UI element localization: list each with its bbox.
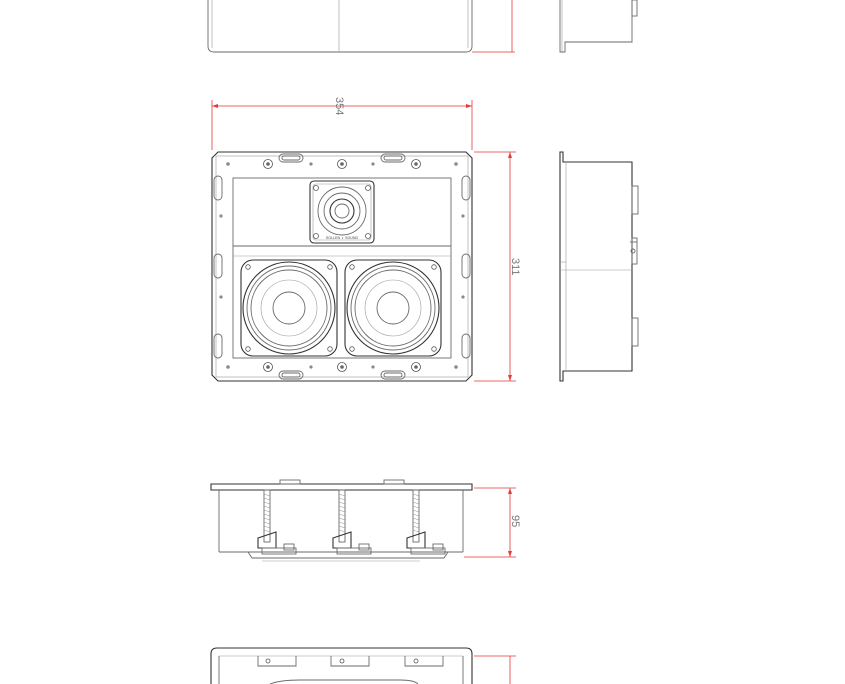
- clamp-brackets: [257, 531, 446, 555]
- width-label: 354: [333, 97, 345, 115]
- height-label: 311: [509, 258, 521, 276]
- side-view-top-partial: [559, 0, 638, 53]
- clamp-rods: [263, 489, 420, 543]
- depth-dimension: 95: [464, 487, 521, 558]
- baffle: [232, 177, 452, 359]
- tweeter: SOLLEN ⚬ SOUND: [309, 180, 375, 244]
- tweeter-brand-label: SOLLEN ⚬ SOUND: [326, 236, 359, 240]
- front-view: 354 311: [211, 97, 521, 382]
- height-dimension: 311: [474, 151, 521, 382]
- top-view-partial: [207, 0, 515, 53]
- screw-holes: [263, 159, 421, 372]
- mounting-slots: [213, 153, 471, 380]
- width-dimension: 354: [211, 97, 473, 150]
- speaker-frame: [211, 151, 473, 382]
- woofer-right: [344, 259, 442, 357]
- grille-dots: [219, 162, 465, 369]
- woofer-left: [240, 259, 338, 357]
- side-view: [559, 151, 639, 382]
- depth-view: 95: [210, 479, 521, 562]
- depth-label: 95: [509, 515, 521, 527]
- bottom-view-partial: [210, 647, 516, 684]
